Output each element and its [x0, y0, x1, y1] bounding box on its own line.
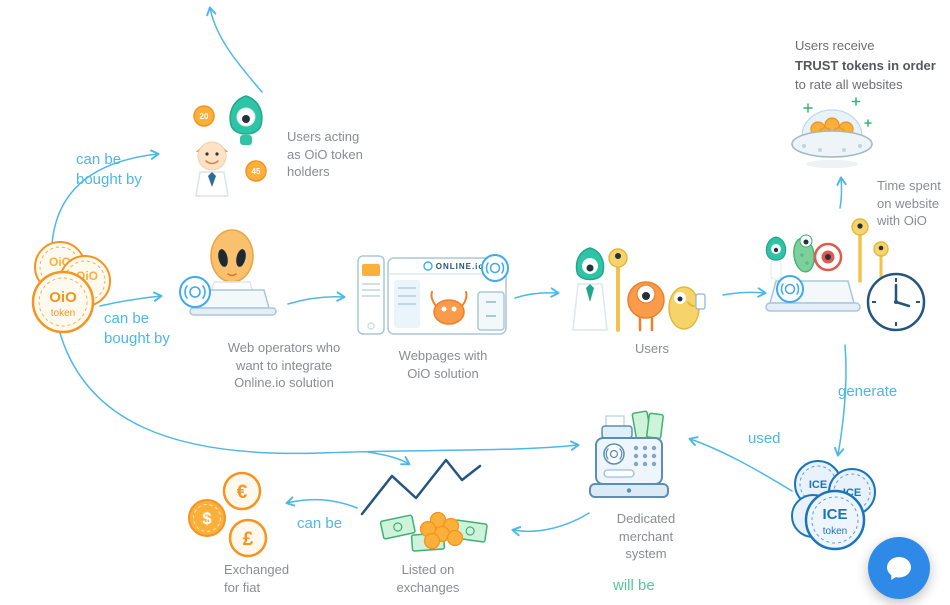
drawer-cabinet-icon	[477, 291, 505, 331]
svg-text:£: £	[243, 529, 254, 550]
arrow-operators-to-webpages	[287, 291, 346, 305]
arrow-oio-to-merchant	[59, 332, 580, 455]
exchanges-illustration	[358, 450, 510, 557]
receipt-printer-icon	[601, 415, 633, 439]
oio-token-illustration: OiO OiO OiO token	[18, 240, 118, 345]
svg-text:token: token	[51, 308, 75, 319]
green-alien-user-icon	[572, 247, 608, 331]
trust-line-2: TRUST tokens in order	[795, 57, 936, 73]
online-io-badge-icon	[179, 276, 211, 308]
clock-icon	[866, 272, 926, 332]
exchanges-caption: Listed on exchanges	[396, 562, 460, 595]
ice-coin-front: ICE token	[804, 489, 866, 551]
web-operator-illustration	[170, 226, 292, 339]
small-alien-icon	[765, 236, 787, 280]
svg-text:45: 45	[252, 167, 261, 176]
cash-bills-icon	[631, 410, 664, 440]
ice-token-illustration: ICE ICE ICE token	[788, 456, 883, 566]
merchant-caption: Dedicated merchant system	[616, 511, 676, 562]
trust-line-3: to rate all websites	[795, 77, 903, 92]
orange-mascot-icon	[430, 291, 468, 325]
chat-bubble-icon	[887, 557, 911, 580]
market-chart-icon	[360, 458, 482, 516]
arrow-exchanges-to-fiat	[285, 496, 358, 509]
laptop-icon	[189, 289, 277, 316]
sparkle-icon	[803, 97, 872, 127]
webpages-illustration: ONLINE.io	[356, 248, 514, 349]
fiat-coins-illustration: $ € £	[184, 468, 300, 569]
online-io-badge-icon	[481, 254, 509, 282]
register-drawer-icon	[589, 483, 669, 498]
yellow-blob-user-icon	[668, 286, 706, 330]
arrow-users-to-timespent	[722, 287, 767, 298]
token-holders-illustration: 20 45	[183, 86, 288, 203]
coin-20-icon: 20	[193, 105, 215, 127]
arrow-timespent-to-saucer	[836, 176, 847, 209]
svg-text:$: $	[202, 509, 212, 528]
label-can-be: can be	[297, 515, 343, 532]
users-caption: Users	[635, 341, 669, 356]
dollar-coin-icon: $	[188, 499, 226, 537]
arrow-ice-to-merchant	[688, 436, 793, 492]
trust-saucer-illustration	[788, 92, 880, 175]
trust-line-1: Users receive	[795, 38, 875, 53]
pound-coin-icon: £	[228, 518, 268, 558]
euro-coin-icon: €	[222, 471, 262, 511]
arrow-branch-to-exchanges	[367, 451, 411, 466]
phone-mock-icon	[357, 255, 385, 335]
register-body-icon	[595, 437, 663, 485]
arrow-webpages-to-users	[514, 287, 560, 299]
svg-text:OiO: OiO	[49, 289, 77, 306]
users-illustration	[566, 240, 724, 341]
red-eyeball-icon	[813, 242, 843, 272]
green-gecko-icon	[793, 234, 815, 273]
saucer-body-icon	[791, 130, 873, 158]
fiat-caption: Exchanged for fiat	[224, 562, 290, 595]
svg-text:ICE: ICE	[809, 479, 827, 491]
label-generate: generate	[838, 383, 898, 400]
arrow-generate-to-ice	[834, 344, 847, 457]
arrow-oio-to-holders	[51, 149, 160, 245]
yellow-stalk-icon	[851, 218, 889, 283]
merchant-illustration	[584, 408, 684, 518]
browser-window-icon: ONLINE.io	[387, 257, 507, 335]
man-holder-icon	[195, 141, 229, 197]
yellow-stalk-user-icon	[608, 248, 628, 332]
coin-45-icon: 45	[245, 160, 267, 182]
online-io-badge-icon	[776, 275, 804, 303]
token-holders-caption: Users acting as OiO token holders	[287, 129, 363, 180]
trust-tokens-caption: Users receive TRUST tokens in order to r…	[795, 36, 950, 95]
svg-text:token: token	[823, 526, 847, 537]
orange-eyeball-user-icon	[627, 281, 665, 332]
label-can-be-bought-by-top: can be bought by	[76, 151, 142, 188]
label-can-be-bought-by-mid: can be bought by	[104, 310, 170, 347]
coin-pile-icon	[419, 511, 464, 550]
time-spent-illustration	[760, 203, 932, 346]
arrow-merchant-to-exchanges	[511, 512, 590, 537]
oio-coin-front: OiO token	[31, 270, 95, 334]
svg-text:ONLINE.io: ONLINE.io	[436, 262, 485, 271]
alien-holder-icon	[229, 95, 263, 145]
label-will-be: will be	[613, 577, 655, 594]
arrow-oio-to-operators	[99, 291, 163, 307]
label-used: used	[748, 430, 781, 447]
svg-text:20: 20	[200, 112, 209, 121]
svg-text:€: €	[237, 482, 248, 503]
saucer-shadow	[806, 160, 858, 168]
time-spent-caption: Time spent on website with OiO	[877, 178, 941, 229]
chat-widget-button[interactable]	[868, 537, 930, 599]
web-operators-caption: Web operators who want to integrate Onli…	[227, 340, 341, 391]
svg-text:ICE: ICE	[822, 506, 847, 523]
webpages-caption: Webpages with OiO solution	[398, 348, 488, 381]
saucer-lights-icon	[802, 144, 862, 152]
arrow-holders-up	[206, 6, 263, 93]
